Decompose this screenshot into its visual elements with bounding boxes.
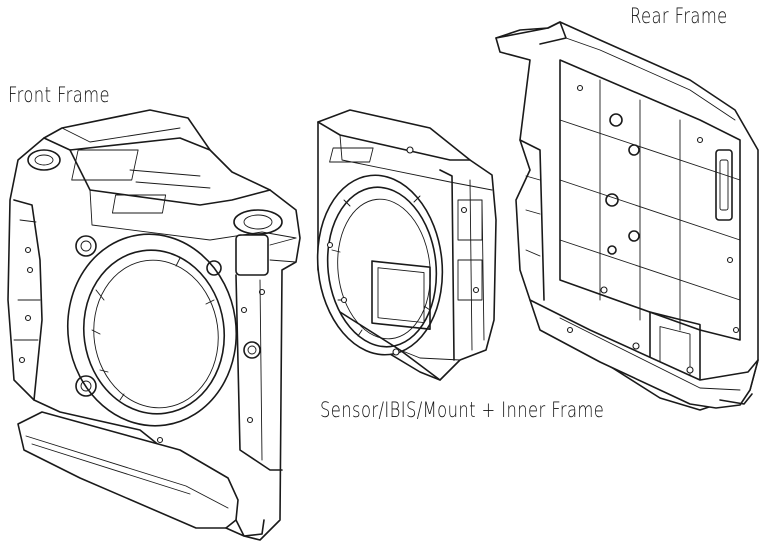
- front-frame-drawing: [7, 109, 301, 541]
- sensor-ibis-mount-label: Sensor/IBIS/Mount + Inner Frame: [320, 398, 605, 422]
- rear-frame-drawing: [495, 21, 759, 411]
- sensor-ibis-mount-drawing: [316, 109, 497, 381]
- rear-frame-label: Rear Frame: [630, 4, 728, 28]
- front-frame-label: Front Frame: [8, 83, 110, 107]
